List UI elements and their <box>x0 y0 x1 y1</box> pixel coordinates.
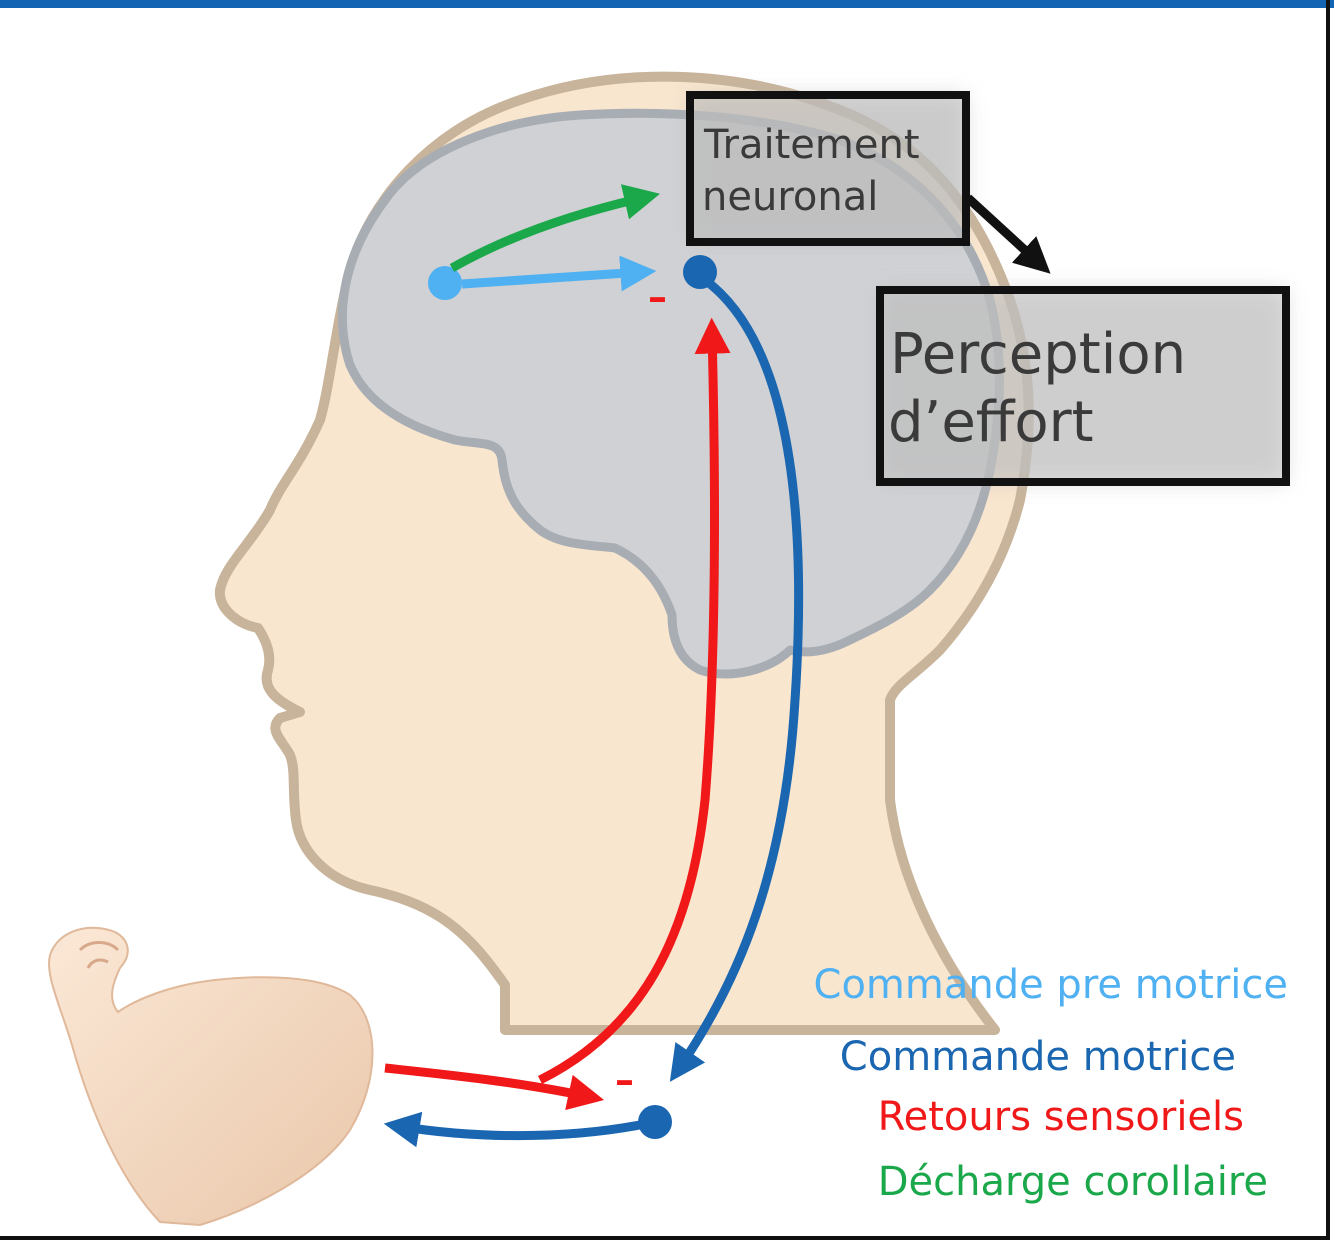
frame-top-bar <box>0 0 1334 8</box>
processing-to-perception-arrow <box>964 194 1051 274</box>
premotor-origin-dot <box>428 266 462 300</box>
motor-command-to-muscle-arrow <box>383 1111 641 1148</box>
premotor-command-arrow <box>461 255 657 292</box>
spinal-relay-dot <box>638 1105 672 1139</box>
neural-processing-line1: Traitement <box>703 122 920 168</box>
effort-perception-line2: d’effort <box>888 390 1094 455</box>
sensory-feedback-ascending-arrow <box>537 317 731 1085</box>
flexed-biceps-icon <box>48 926 374 1227</box>
legend: Commande pre motrice Commande motrice Re… <box>814 962 1288 1205</box>
neural-processing-box: Traitement neuronal <box>686 91 970 246</box>
effort-perception-line1: Perception <box>890 322 1186 387</box>
legend-corollary-discharge: Décharge corollaire <box>878 1159 1268 1205</box>
effort-perception-box: Perception d’effort <box>876 286 1290 486</box>
legend-premotor-command: Commande pre motrice <box>814 962 1288 1008</box>
brain-inhibition-sign: – <box>648 275 667 319</box>
legend-motor-command: Commande motrice <box>840 1034 1236 1080</box>
legend-sensory-feedback: Retours sensoriels <box>878 1094 1244 1140</box>
corollary-discharge-arrow <box>449 184 661 272</box>
neural-processing-line2: neuronal <box>702 174 878 220</box>
motor-command-descending-arrow <box>669 276 804 1082</box>
periphery-inhibition-sign: – <box>615 1058 634 1102</box>
sensory-feedback-to-relay-arrow <box>384 1063 605 1111</box>
